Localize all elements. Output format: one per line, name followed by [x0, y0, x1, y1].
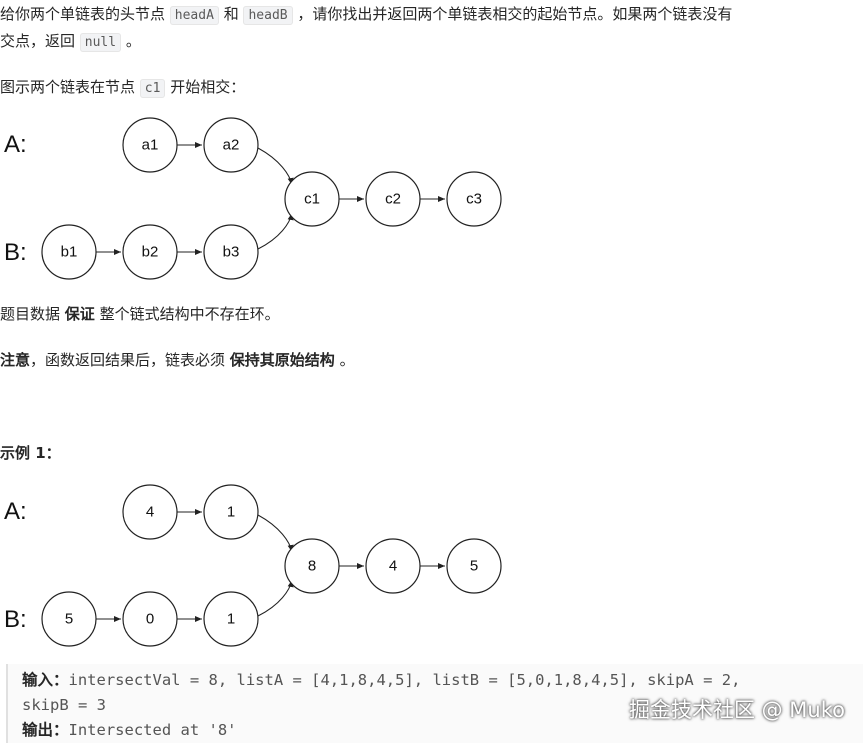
diagram-example-1: A: B: 4 1 8 4 5 5 0 1 — [4, 484, 502, 647]
svg-text:c2: c2 — [385, 191, 401, 208]
node-c2: c2 — [365, 171, 421, 227]
svg-text:a2: a2 — [223, 137, 240, 154]
example-output-line: 输出：Intersected at '8' — [22, 718, 237, 743]
node-c3: c3 — [446, 171, 502, 227]
guarantee-part: 题目数据 — [0, 305, 65, 323]
example-input-line: 输入：intersectVal = 8, listA = [4,1,8,4,5]… — [22, 668, 740, 693]
svg-text:5: 5 — [65, 611, 73, 628]
intro-line-2: 交点，返回 null 。 — [0, 29, 141, 55]
node-b3: b3 — [203, 224, 259, 280]
node-c-1: 8 — [284, 538, 340, 594]
guarantee-bold: 保证 — [64, 305, 95, 323]
output-value: Intersected at '8' — [68, 721, 237, 739]
svg-text:5: 5 — [470, 558, 478, 575]
svg-text:c1: c1 — [304, 191, 320, 208]
caption-text: 图示两个链表在节点 — [0, 78, 140, 96]
intro-text: 和 — [218, 5, 244, 23]
code-headA: headA — [169, 6, 219, 25]
svg-text:b2: b2 — [142, 244, 159, 261]
edge — [257, 514, 294, 553]
svg-text:1: 1 — [227, 504, 235, 521]
note-part: 。 — [334, 351, 355, 369]
list-b-label: B: — [4, 606, 27, 633]
svg-text:c3: c3 — [466, 191, 482, 208]
list-b-label: B: — [4, 239, 27, 266]
intro-text: 给你两个单链表的头节点 — [0, 5, 170, 23]
node-c1: c1 — [284, 171, 340, 227]
note-text: 注意，函数返回结果后，链表必须 保持其原始结构 。 — [0, 348, 355, 373]
code-headB: headB — [243, 6, 293, 25]
node-b-3: 1 — [203, 591, 259, 647]
node-b-1: 5 — [41, 591, 97, 647]
input-value: intersectVal = 8, listA = [4,1,8,4,5], l… — [68, 671, 741, 689]
caption-text: 开始相交： — [165, 78, 246, 96]
intro-text: 交点，返回 — [0, 32, 80, 50]
node-a-2: 1 — [203, 484, 259, 540]
intro-text: ，请你找出并返回两个单链表相交的起始节点。如果两个链表没有 — [292, 5, 733, 23]
guarantee-text: 题目数据 保证 整个链式结构中不存在环。 — [0, 302, 280, 327]
example-title: 示例 1： — [0, 444, 61, 462]
edge — [257, 147, 294, 186]
node-a-1: 4 — [122, 484, 178, 540]
note-bold: 保持其原始结构 — [229, 351, 335, 369]
edge — [257, 212, 294, 250]
svg-text:4: 4 — [389, 558, 397, 575]
node-c-2: 4 — [365, 538, 421, 594]
code-null: null — [79, 33, 122, 52]
output-label: 输出： — [22, 721, 69, 739]
node-a2: a2 — [203, 117, 259, 173]
intro-text: 。 — [121, 32, 141, 50]
svg-text:4: 4 — [146, 504, 154, 521]
svg-text:b3: b3 — [223, 244, 240, 261]
note-bold: 注意 — [0, 351, 31, 369]
node-b-2: 0 — [122, 591, 178, 647]
input-label: 输入： — [22, 671, 69, 689]
node-c-3: 5 — [446, 538, 502, 594]
guarantee-part: 整个链式结构中不存在环。 — [94, 305, 280, 323]
diagram-intersection: A: B: a1 a2 c1 c2 c3 b1 b2 b3 — [4, 117, 502, 280]
svg-text:1: 1 — [227, 611, 235, 628]
svg-text:8: 8 — [308, 558, 316, 575]
node-a1: a1 — [122, 117, 178, 173]
svg-text:a1: a1 — [142, 137, 159, 154]
node-b2: b2 — [122, 224, 178, 280]
intro-line-1: 给你两个单链表的头节点 headA 和 headB ，请你找出并返回两个单链表相… — [0, 2, 732, 28]
watermark: 掘金技术社区 @ Muko — [628, 698, 845, 722]
svg-text:b1: b1 — [61, 244, 78, 261]
example-code-block — [6, 664, 863, 743]
list-a-label: A: — [4, 498, 27, 525]
figure-caption: 图示两个链表在节点 c1 开始相交： — [0, 75, 245, 101]
code-c1: c1 — [139, 79, 166, 98]
node-b1: b1 — [41, 224, 97, 280]
svg-text:0: 0 — [146, 611, 154, 628]
note-part: ，函数返回结果后，链表必须 — [30, 351, 230, 369]
list-a-label: A: — [4, 131, 27, 158]
example-input-line-2: skipB = 3 — [22, 696, 106, 714]
edge — [257, 579, 294, 617]
